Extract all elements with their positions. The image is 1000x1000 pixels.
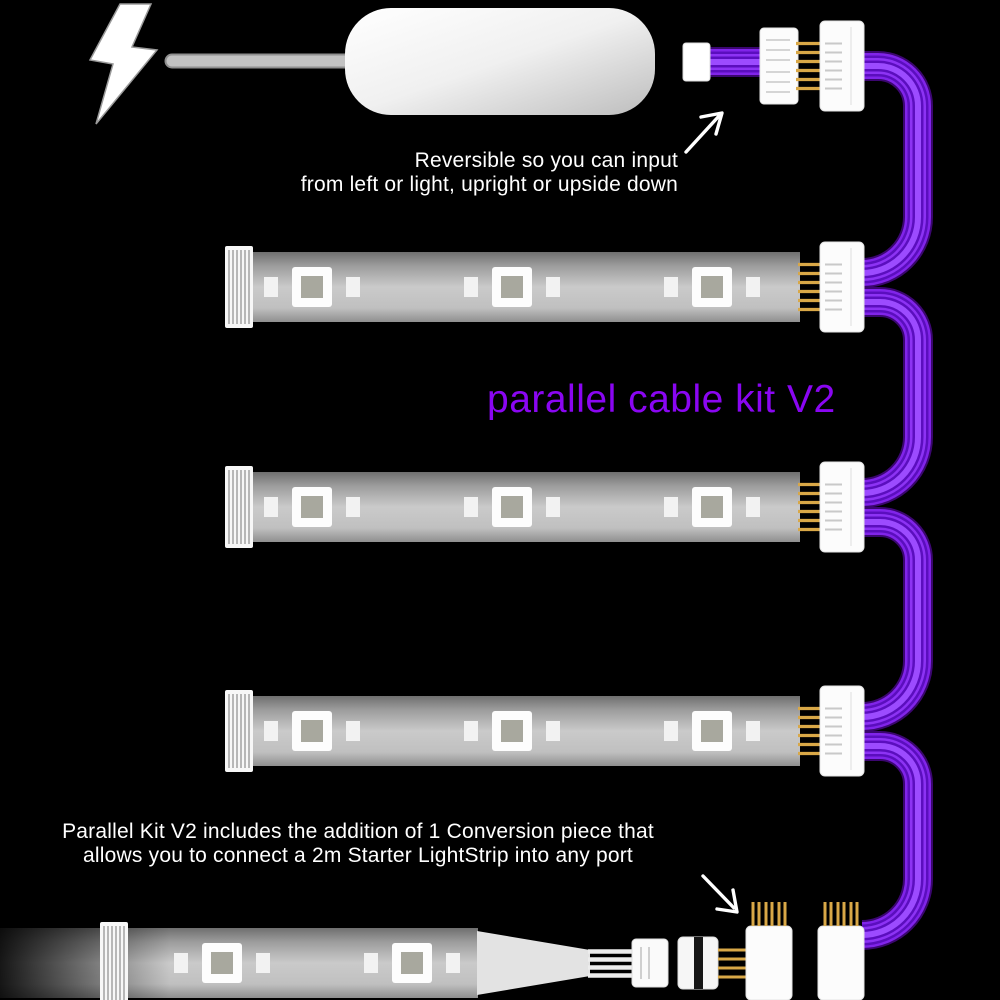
white-wires: [588, 949, 634, 978]
port-block-left: [745, 925, 793, 1000]
led-strip-3: [225, 686, 864, 776]
caption-conversion-line1: Parallel Kit V2 includes the addition of…: [62, 820, 654, 843]
led-strip-1: [225, 242, 864, 332]
arrow-down-right-icon: [701, 874, 739, 914]
caption-reversible: Reversible so you can input from left or…: [178, 149, 678, 197]
conversion-piece-assembly: [588, 902, 865, 1000]
arrow-up-right-icon: [684, 111, 724, 154]
caption-reversible-line2: from left or light, upright or upside do…: [300, 173, 678, 196]
caption-conversion: Parallel Kit V2 includes the addition of…: [5, 820, 711, 868]
power-adapter: [164, 8, 655, 115]
product-title: parallel cable kit V2: [487, 378, 836, 421]
caption-conversion-line2: allows you to connect a 2m Starter Light…: [83, 844, 633, 867]
lightning-bolt-icon: [88, 3, 159, 125]
reversible-input-connector: [682, 20, 865, 112]
port-block-right: [817, 925, 865, 1000]
gold-pins: [718, 948, 748, 979]
led-strip-2: [225, 462, 864, 552]
strip-cable-taper: [477, 931, 590, 995]
starter-lightstrip: [0, 921, 590, 1000]
caption-reversible-line1: Reversible so you can input: [414, 149, 678, 172]
power-adapter-body: [345, 8, 655, 115]
